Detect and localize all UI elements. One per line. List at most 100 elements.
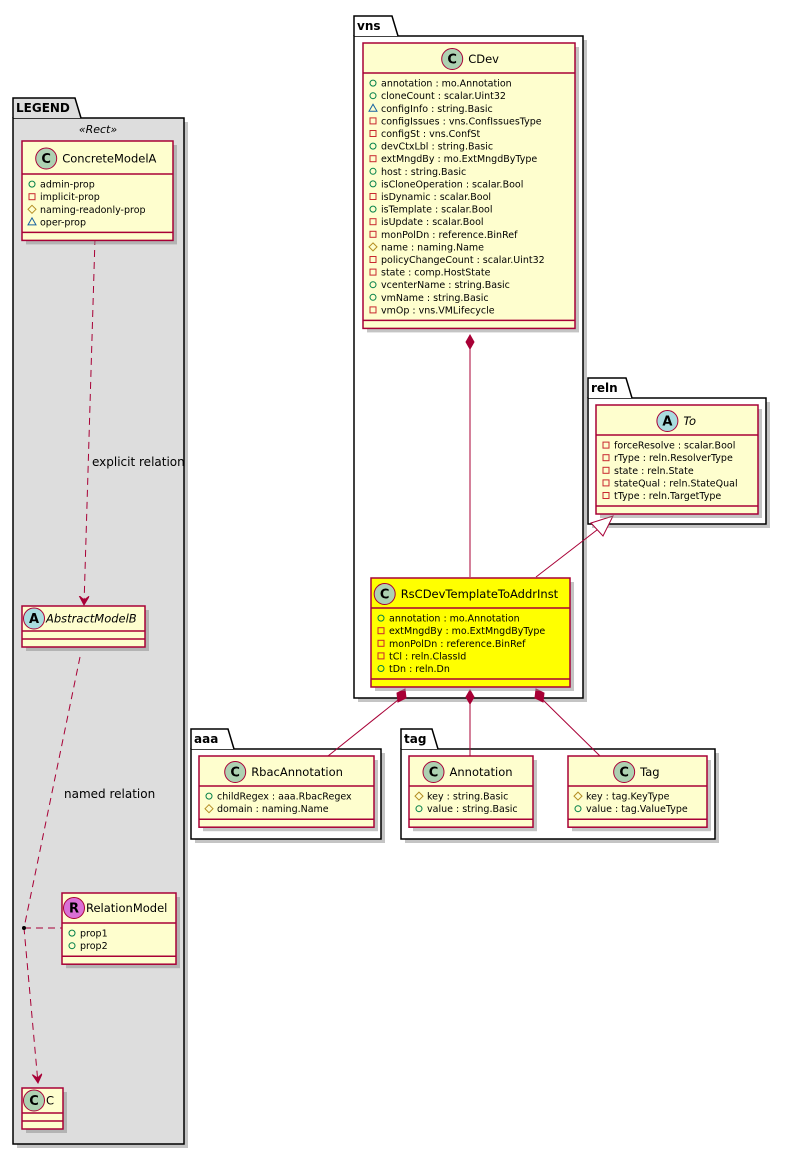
spot-letter: C bbox=[619, 766, 629, 781]
attribute-text: policyChangeCount : scalar.Uint32 bbox=[381, 255, 545, 266]
edge-rbac-composition bbox=[327, 699, 399, 757]
edges: explicit relation named relation bbox=[22, 237, 614, 1083]
attribute-row: cloneCount : scalar.Uint32 bbox=[369, 91, 506, 102]
attribute-row: annotation : mo.Annotation bbox=[377, 614, 520, 625]
class-spot-icon bbox=[23, 1089, 45, 1112]
attribute-text: isUpdate : scalar.Bool bbox=[381, 217, 484, 228]
attribute-row: tType : reln.TargetType bbox=[602, 491, 721, 502]
attribute-text: annotation : mo.Annotation bbox=[389, 614, 520, 625]
private-visibility-icon bbox=[369, 230, 377, 238]
attribute-row: vmOp : vns.VMLifecycle bbox=[369, 305, 495, 316]
attribute-text: state : reln.State bbox=[614, 466, 694, 477]
public-visibility-icon bbox=[68, 942, 76, 950]
attribute-row: stateQual : reln.StateQual bbox=[602, 478, 738, 489]
private-visibility-icon bbox=[602, 492, 610, 499]
attribute-text: forceResolve : scalar.Bool bbox=[614, 441, 735, 452]
attribute-row: configIssues : vns.ConfIssuesType bbox=[369, 116, 542, 127]
attribute-text: extMngdBy : mo.ExtMngdByType bbox=[381, 154, 537, 165]
attribute-text: state : comp.HostState bbox=[381, 268, 491, 279]
attribute-text: monPolDn : reference.BinRef bbox=[381, 230, 518, 241]
private-visibility-icon bbox=[377, 627, 385, 635]
attribute-row: state : comp.HostState bbox=[369, 268, 491, 279]
attribute-text: childRegex : aaa.RbacRegex bbox=[217, 792, 352, 803]
public-visibility-icon bbox=[369, 293, 377, 301]
edge-label-named-relation: named relation bbox=[64, 787, 155, 801]
attribute-row: monPolDn : reference.BinRef bbox=[369, 230, 518, 241]
class-spot-icon bbox=[373, 583, 396, 605]
attribute-row: isUpdate : scalar.Bool bbox=[369, 217, 484, 228]
spot-letter: C bbox=[41, 152, 51, 167]
attribute-text: prop2 bbox=[80, 941, 108, 952]
abstract-class-spot-icon bbox=[23, 607, 45, 630]
attribute-row: key : string.Basic bbox=[414, 791, 508, 803]
attribute-row: value : string.Basic bbox=[415, 804, 518, 815]
attribute-row: state : reln.State bbox=[602, 466, 694, 477]
edge-tag-composition bbox=[542, 699, 601, 757]
private-visibility-icon bbox=[377, 639, 385, 647]
class-name: RbacAnnotation bbox=[251, 765, 343, 779]
private-visibility-icon bbox=[369, 256, 377, 263]
attribute-text: value : tag.ValueType bbox=[586, 804, 688, 815]
attribute-text: tDn : reln.Dn bbox=[389, 664, 450, 675]
generalization-triangle-icon bbox=[590, 515, 614, 537]
attribute-row: tCl : reln.ClassId bbox=[377, 651, 466, 662]
attribute-text: extMngdBy : mo.ExtMngdByType bbox=[389, 626, 545, 637]
attribute-row: extMngdBy : mo.ExtMngdByType bbox=[369, 154, 537, 165]
class-name: CDev bbox=[468, 52, 499, 66]
attribute-row: vmName : string.Basic bbox=[369, 293, 489, 304]
private-visibility-icon bbox=[369, 218, 377, 226]
attribute-row: isCloneOperation : scalar.Bool bbox=[369, 179, 523, 190]
spot-letter: C bbox=[429, 766, 439, 781]
attribute-row: name : naming.Name bbox=[368, 242, 484, 253]
spot-letter: A bbox=[662, 415, 672, 430]
attribute-text: key : string.Basic bbox=[427, 792, 508, 803]
abstract-class-spot-icon bbox=[656, 410, 679, 432]
public-visibility-icon bbox=[369, 180, 377, 188]
attribute-text: value : string.Basic bbox=[427, 804, 518, 815]
private-visibility-icon bbox=[369, 155, 377, 163]
attribute-text: devCtxLbl : string.Basic bbox=[381, 142, 493, 153]
public-visibility-icon bbox=[369, 79, 377, 87]
private-visibility-icon bbox=[369, 117, 377, 125]
attribute-row: monPolDn : reference.BinRef bbox=[377, 639, 526, 650]
legend-stereotype: «Rect» bbox=[79, 123, 118, 136]
private-visibility-icon bbox=[602, 441, 610, 449]
class-name: RsCDevTemplateToAddrInst bbox=[401, 587, 559, 601]
public-visibility-icon bbox=[68, 929, 76, 937]
attribute-text: naming-readonly-prop bbox=[40, 205, 146, 216]
protected-visibility-icon bbox=[368, 242, 378, 252]
attribute-row: prop2 bbox=[68, 941, 108, 952]
class-name: ConcreteModelA bbox=[62, 152, 156, 166]
public-visibility-icon bbox=[28, 180, 36, 188]
public-visibility-icon bbox=[369, 92, 377, 100]
attribute-text: host : string.Basic bbox=[381, 167, 466, 178]
class-name: RelationModel bbox=[86, 901, 167, 915]
protected-visibility-icon bbox=[414, 791, 424, 801]
attribute-row: rType : reln.ResolverType bbox=[602, 453, 733, 464]
package-label-reln: reln bbox=[591, 381, 618, 395]
public-visibility-icon bbox=[377, 665, 385, 672]
private-visibility-icon bbox=[28, 193, 36, 201]
package-visibility-icon bbox=[27, 216, 37, 226]
public-visibility-icon bbox=[369, 167, 377, 175]
private-visibility-icon bbox=[369, 130, 377, 137]
package-label-tag: tag bbox=[404, 732, 426, 746]
package-label-vns: vns bbox=[357, 19, 381, 33]
attribute-row: implicit-prop bbox=[28, 192, 100, 203]
attribute-row: host : string.Basic bbox=[369, 167, 466, 178]
protected-visibility-icon bbox=[573, 791, 583, 801]
package-visibility-icon bbox=[368, 103, 378, 112]
attribute-row: naming-readonly-prop bbox=[27, 204, 146, 216]
attribute-row: tDn : reln.Dn bbox=[377, 664, 450, 675]
